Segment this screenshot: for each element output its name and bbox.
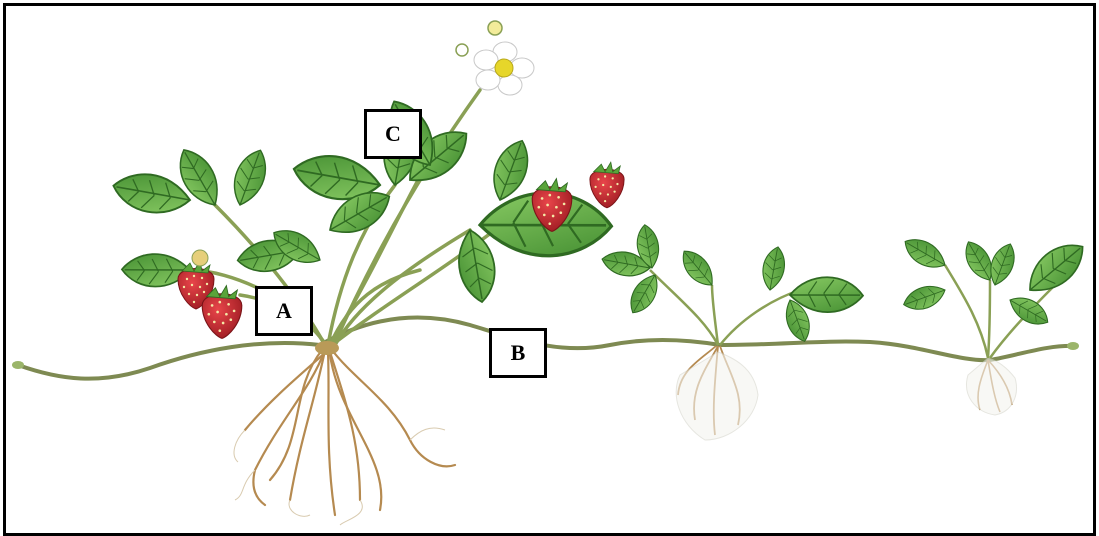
mother-plant-roots: [245, 350, 455, 515]
mother-plant-fine-roots: [234, 428, 445, 525]
label-b: B: [489, 328, 547, 378]
label-a: A: [255, 286, 313, 336]
label-c: C: [364, 109, 422, 159]
runner-tip-left: [12, 361, 24, 369]
mother-plant-crown: [315, 341, 339, 355]
daughter-plant-2: [900, 230, 1093, 415]
runner-tip-right: [1067, 342, 1079, 350]
daughter-plant-1: [599, 225, 865, 440]
strawberry-flower: [456, 21, 534, 95]
